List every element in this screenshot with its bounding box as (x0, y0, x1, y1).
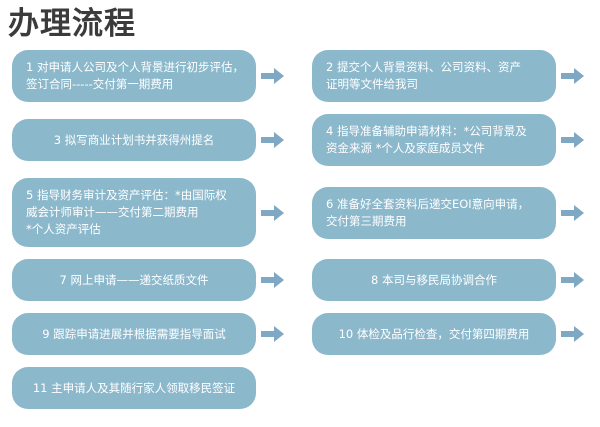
flow-cell-left: 1 对申请人公司及个人背景进行初步评估， 签订合同-----交付第一期费用 (0, 50, 300, 102)
arrow-right-icon (256, 271, 290, 289)
step-text-line: 证明等文件给我司 (326, 77, 418, 91)
page-title: 办理流程 (8, 6, 136, 42)
step-text-line: 3 拟写商业计划书并获得州提名 (53, 132, 215, 147)
arrow-right-icon (256, 67, 290, 85)
step-text-line: 6 准备好全套资料后递交EOI意向申请， (326, 196, 530, 211)
step-text-line: 10 体检及品行检查，交付第四期费用 (338, 326, 530, 341)
step-box-5[interactable]: 5 指导财务审计及资产评估：*由国际权威会计师审计——交付第二期费用 *个人资产评… (12, 178, 256, 247)
step-box-3[interactable]: 3 拟写商业计划书并获得州提名 (12, 119, 256, 161)
step-text-line: 7 网上申请——递交纸质文件 (59, 272, 209, 287)
arrow-right-icon (556, 325, 590, 343)
step-text-line: *个人资产评估 (26, 222, 101, 236)
flow-cell-right: 10 体检及品行检查，交付第四期费用 (300, 313, 600, 355)
flow-row: 1 对申请人公司及个人背景进行初步评估， 签订合同-----交付第一期费用 2 提交… (0, 50, 600, 102)
step-box-2[interactable]: 2 提交个人背景资料、公司资料、资产证明等文件给我司 (312, 50, 556, 102)
arrow-right-icon (256, 131, 290, 149)
arrow-right-icon (556, 131, 590, 149)
step-text-line: 威会计师审计——交付第二期费用 (26, 205, 199, 219)
step-text-line: 1 对申请人公司及个人背景进行初步评估， (26, 60, 244, 74)
step-box-1[interactable]: 1 对申请人公司及个人背景进行初步评估， 签订合同-----交付第一期费用 (12, 50, 256, 102)
flow-row: 5 指导财务审计及资产评估：*由国际权威会计师审计——交付第二期费用 *个人资产评… (0, 178, 600, 247)
step-box-6[interactable]: 6 准备好全套资料后递交EOI意向申请， 交付第三期费用 (312, 186, 556, 239)
step-text-line: 签订合同-----交付第一期费用 (26, 77, 174, 91)
arrow-right-icon (256, 204, 290, 222)
arrow-right-icon (556, 204, 590, 222)
step-text-line: 4 指导准备辅助申请材料：*公司背景及 (326, 124, 527, 138)
flow-row: 11 主申请人及其随行家人领取移民签证 (0, 367, 600, 409)
flow-cell-right: 4 指导准备辅助申请材料：*公司背景及资金来源 *个人及家庭成员文件 (300, 114, 600, 166)
flow-cell-left: 3 拟写商业计划书并获得州提名 (0, 119, 300, 161)
step-text-line: 5 指导财务审计及资产评估：*由国际权 (26, 188, 227, 202)
step-text-line: 8 本司与移民局协调合作 (371, 272, 497, 287)
flow-cell-left: 7 网上申请——递交纸质文件 (0, 259, 300, 301)
step-box-7[interactable]: 7 网上申请——递交纸质文件 (12, 259, 256, 301)
step-text-line: 9 跟踪申请进展并根据需要指导面试 (42, 326, 226, 341)
flow-row: 7 网上申请——递交纸质文件 8 本司与移民局协调合作 (0, 259, 600, 301)
step-text-line: 交付第三期费用 (326, 213, 407, 228)
flowchart: 1 对申请人公司及个人背景进行初步评估， 签订合同-----交付第一期费用 2 提交… (0, 50, 600, 421)
step-box-10[interactable]: 10 体检及品行检查，交付第四期费用 (312, 313, 556, 355)
arrow-right-icon (556, 67, 590, 85)
arrow-right-icon (256, 325, 290, 343)
step-box-9[interactable]: 9 跟踪申请进展并根据需要指导面试 (12, 313, 256, 355)
flow-cell-right: 8 本司与移民局协调合作 (300, 259, 600, 301)
flow-cell-left: 11 主申请人及其随行家人领取移民签证 (0, 367, 300, 409)
arrow-right-icon (556, 271, 590, 289)
flow-cell-left: 5 指导财务审计及资产评估：*由国际权威会计师审计——交付第二期费用 *个人资产评… (0, 178, 300, 247)
step-box-8[interactable]: 8 本司与移民局协调合作 (312, 259, 556, 301)
step-box-4[interactable]: 4 指导准备辅助申请材料：*公司背景及资金来源 *个人及家庭成员文件 (312, 114, 556, 166)
flow-row: 3 拟写商业计划书并获得州提名 4 指导准备辅助申请材料：*公司背景及资金来源 *… (0, 114, 600, 166)
flow-cell-right: 6 准备好全套资料后递交EOI意向申请， 交付第三期费用 (300, 186, 600, 239)
step-text-line: 资金来源 *个人及家庭成员文件 (326, 141, 485, 155)
flow-cell-left: 9 跟踪申请进展并根据需要指导面试 (0, 313, 300, 355)
step-text-line: 2 提交个人背景资料、公司资料、资产 (326, 60, 521, 74)
step-box-11[interactable]: 11 主申请人及其随行家人领取移民签证 (12, 367, 256, 409)
flow-row: 9 跟踪申请进展并根据需要指导面试 10 体检及品行检查，交付第四期费用 (0, 313, 600, 355)
step-text-line: 11 主申请人及其随行家人领取移民签证 (32, 380, 236, 395)
flow-cell-right: 2 提交个人背景资料、公司资料、资产证明等文件给我司 (300, 50, 600, 102)
